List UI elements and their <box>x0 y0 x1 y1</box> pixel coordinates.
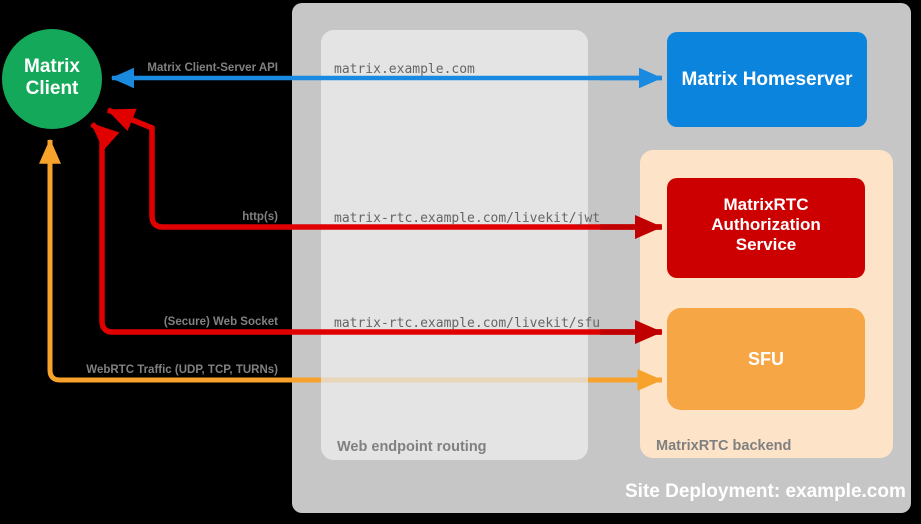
edge-websocket-path <box>90 121 662 335</box>
edge-https-path <box>106 107 662 230</box>
sfu-node[interactable] <box>667 308 865 410</box>
matrix-client-node[interactable] <box>2 29 102 129</box>
matrix-homeserver-node[interactable] <box>667 32 867 127</box>
routing-overlay <box>321 30 588 460</box>
matrixrtc-auth-node[interactable] <box>667 178 865 278</box>
edge-webrtc-path <box>39 138 662 383</box>
